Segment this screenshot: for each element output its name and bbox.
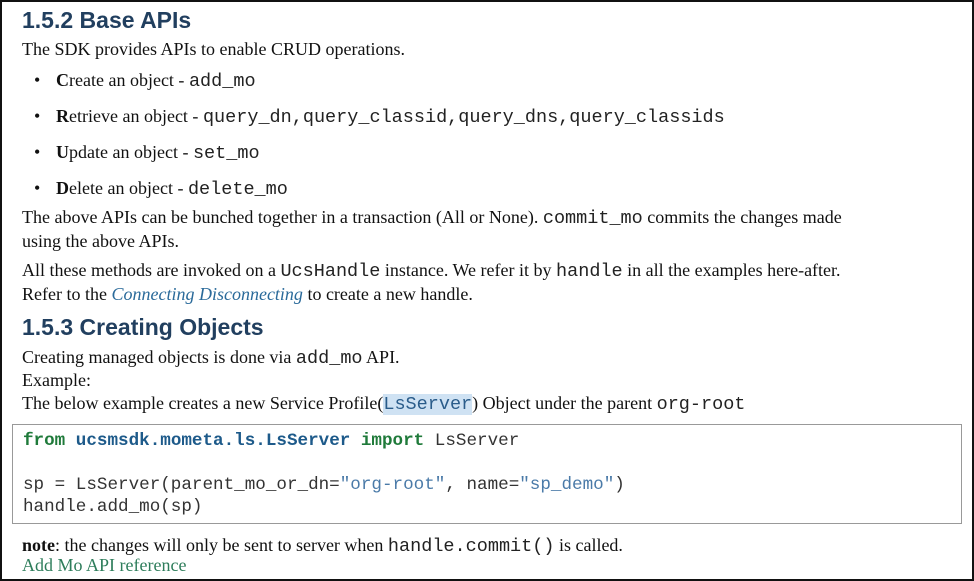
link-add-mo-api-reference[interactable]: Add Mo API reference xyxy=(22,555,187,575)
code-text: sp = LsServer(parent_mo_or_dn= xyxy=(23,475,340,495)
example-description: The below example creates a new Service … xyxy=(22,392,958,416)
bullet-initial: R xyxy=(56,106,69,126)
api-name: add_mo xyxy=(188,71,256,92)
code-org-root: org-root xyxy=(656,394,746,415)
text: ) Object under the parent xyxy=(472,393,657,413)
text: instance. We refer it by xyxy=(380,260,557,280)
string-literal: "sp_demo" xyxy=(519,475,615,495)
code-add-mo: add_mo xyxy=(295,348,363,369)
code-commit-mo: commit_mo xyxy=(542,208,643,229)
api-name: set_mo xyxy=(192,143,260,164)
code-line-create: sp = LsServer(parent_mo_or_dn="org-root"… xyxy=(23,475,625,495)
link-connecting-disconnecting[interactable]: Connecting Disconnecting xyxy=(111,284,303,304)
text: The above APIs can be bunched together i… xyxy=(22,207,543,227)
code-line-import: from ucsmsdk.mometa.ls.LsServer import L… xyxy=(23,431,519,451)
text: All these methods are invoked on a xyxy=(22,260,281,280)
code-ucshandle: UcsHandle xyxy=(280,261,381,282)
bullet-delete: Delete an object - delete_mo xyxy=(34,177,958,201)
text: is called. xyxy=(554,535,623,555)
api-name: query_dn,query_classid,query_dns,query_c… xyxy=(202,107,725,128)
code-text: , name= xyxy=(445,475,520,495)
text: in all the examples here-after. xyxy=(622,260,841,280)
bullet-update: Update an object - set_mo xyxy=(34,141,958,165)
code-handle-commit: handle.commit() xyxy=(387,536,555,557)
text: to create a new handle. xyxy=(302,284,473,304)
note-label: note xyxy=(22,535,55,555)
heading-creating-objects: 1.5.3 Creating Objects xyxy=(22,314,264,340)
code-handle: handle xyxy=(556,261,623,282)
bullet-retrieve: Retrieve an object - query_dn,query_clas… xyxy=(34,105,958,129)
code-text: ) xyxy=(614,475,625,495)
intro-text: The SDK provides APIs to enable CRUD ope… xyxy=(22,39,405,59)
note-paragraph: note: the changes will only be sent to s… xyxy=(22,534,958,558)
bullet-text: etrieve an object - xyxy=(69,106,203,126)
reference-line: Add Mo API reference xyxy=(22,554,958,577)
text: Creating managed objects is done via xyxy=(22,347,296,367)
text: Refer to the xyxy=(22,284,112,304)
bullet-initial: C xyxy=(56,70,69,90)
code-line-add: handle.add_mo(sp) xyxy=(23,497,203,517)
example-label: Example: xyxy=(22,370,91,390)
bullet-text: reate an object - xyxy=(69,70,189,90)
code-block: from ucsmsdk.mometa.ls.LsServer import L… xyxy=(12,424,962,524)
text: The below example creates a new Service … xyxy=(22,393,384,413)
code-lsserver-highlighted: LsServer xyxy=(383,394,473,415)
text: using the above APIs. xyxy=(22,231,179,251)
module-name: ucsmsdk.mometa.ls.LsServer xyxy=(75,431,351,451)
bullet-initial: U xyxy=(56,142,69,162)
heading-base-apis: 1.5.2 Base APIs xyxy=(22,7,192,33)
transaction-paragraph: The above APIs can be bunched together i… xyxy=(22,206,958,253)
bullet-initial: D xyxy=(56,178,69,198)
handle-paragraph: All these methods are invoked on a UcsHa… xyxy=(22,259,958,306)
text: API. xyxy=(362,347,400,367)
keyword-from: from xyxy=(23,431,66,451)
text: commits the changes made xyxy=(642,207,842,227)
creating-intro: Creating managed objects is done via add… xyxy=(22,346,958,370)
bullet-text: elete an object - xyxy=(69,178,188,198)
api-name: delete_mo xyxy=(187,179,288,200)
text: : the changes will only be sent to serve… xyxy=(55,535,388,555)
bullet-create: Create an object - add_mo xyxy=(34,69,958,93)
import-name: LsServer xyxy=(424,431,520,451)
keyword-import: import xyxy=(360,431,425,451)
string-literal: "org-root" xyxy=(339,475,446,495)
bullet-text: pdate an object - xyxy=(69,142,193,162)
